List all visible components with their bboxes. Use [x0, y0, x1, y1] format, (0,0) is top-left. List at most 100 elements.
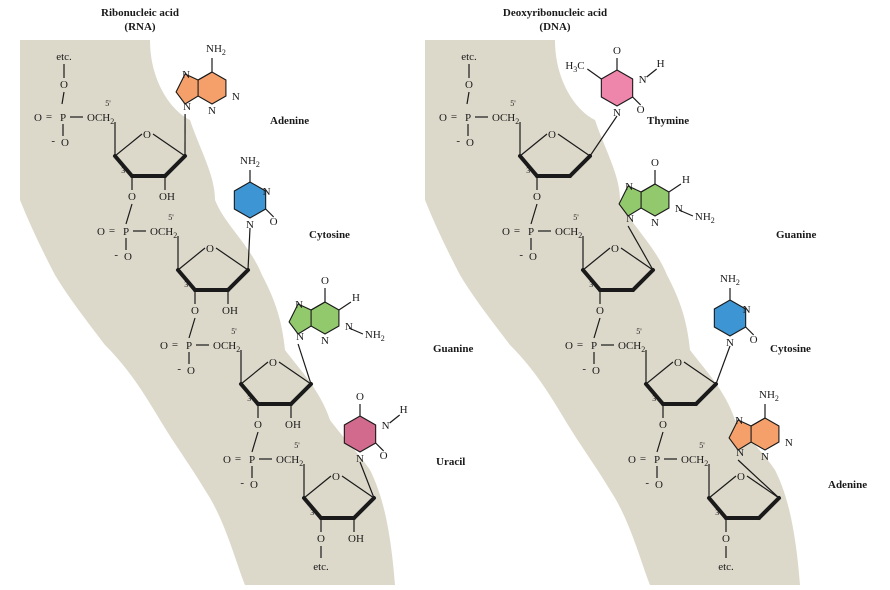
amino-group: NH2	[759, 389, 779, 403]
glycosidic-bond	[247, 227, 251, 271]
nitrogen-atom: N	[356, 453, 364, 465]
nh-bond	[668, 183, 682, 193]
double-bond-sign: =	[451, 111, 457, 123]
five-prime-label: 5'	[168, 213, 174, 222]
c4-c3-bond	[113, 154, 134, 178]
nitrogen-atom: N	[639, 74, 647, 86]
glycosidic-bond	[715, 345, 731, 385]
five-prime-label: 5'	[573, 213, 579, 222]
ring-oxygen: O	[611, 243, 619, 255]
amino-bond	[348, 327, 364, 335]
nitrogen-atom: N	[651, 217, 659, 229]
nitrogen-atom: N	[761, 451, 769, 463]
amino-bond	[678, 209, 694, 217]
amino-group: NH2	[365, 329, 385, 343]
three-prime-label: 3'	[247, 394, 253, 403]
c4-c3-bond	[581, 268, 602, 292]
five-prime-label: 5'	[636, 327, 642, 336]
hydrogen-atom: H	[682, 174, 690, 186]
glycosidic-bond	[589, 115, 618, 157]
negative-charge: -	[519, 249, 523, 261]
purine-ring	[288, 301, 340, 335]
rna-base-label-uracil: Uracil	[436, 456, 465, 468]
rna-abbr: (RNA)	[124, 21, 155, 33]
link-oxygen: O	[317, 533, 325, 545]
c4-o-bond	[177, 247, 206, 271]
c4-o-bond	[303, 475, 332, 499]
ring-oxygen: O	[206, 243, 214, 255]
carbonyl-oxygen: O	[321, 275, 329, 287]
c4-o-bond	[519, 133, 548, 157]
c4-c3-bond	[176, 268, 197, 292]
phosphate-oxygen-minus: O	[592, 365, 600, 377]
negative-charge: -	[51, 135, 55, 147]
o-c1-bond	[278, 361, 312, 385]
link-oxygen: O	[722, 533, 730, 545]
double-bond-sign: =	[109, 225, 115, 237]
pyrimidine-ring	[713, 299, 747, 337]
ring-oxygen: O	[143, 129, 151, 141]
ring-oxygen: O	[674, 357, 682, 369]
c4-c3-bond	[302, 496, 323, 520]
link-oxygen: O	[254, 419, 262, 431]
c4-c3-bond	[239, 382, 260, 406]
backbone-band	[425, 40, 800, 585]
three-prime-label: 3'	[652, 394, 658, 403]
c4-o-bond	[240, 361, 269, 385]
phosphate-oxygen-minus: O	[124, 251, 132, 263]
dna-base-label-adenine: Adenine	[828, 479, 867, 491]
link-oxygen: O	[60, 79, 68, 91]
c2-c1-bond	[694, 382, 718, 406]
carbonyl-oxygen: O	[356, 391, 364, 403]
link-bond	[530, 203, 538, 225]
carbonyl-oxygen: O	[651, 157, 659, 169]
nitrogen-atom: N	[183, 101, 191, 113]
o-c1-bond	[746, 475, 780, 499]
phosphate-oxygen-minus: O	[466, 137, 474, 149]
och2-group: OCH2	[87, 112, 114, 126]
glycosidic-bond	[359, 461, 375, 499]
och2-group: OCH2	[618, 340, 645, 354]
phosphorus-atom: P	[123, 226, 129, 238]
och2-group: OCH2	[213, 340, 240, 354]
ring-oxygen: O	[269, 357, 277, 369]
dna-base-label-thymine: Thymine	[647, 115, 689, 127]
double-bond-sign: =	[577, 339, 583, 351]
phosphate-oxygen: O	[223, 454, 231, 466]
o-c1-bond	[152, 133, 186, 157]
link-oxygen: O	[533, 191, 541, 203]
five-prime-label: 5'	[231, 327, 237, 336]
three-prime-label: 3'	[184, 280, 190, 289]
double-bond-sign: =	[640, 453, 646, 465]
dna-base-label-guanine: Guanine	[776, 229, 816, 241]
rna-backbone-background	[20, 40, 395, 585]
amino-group: NH2	[695, 211, 715, 225]
nitrogen-atom: N	[182, 69, 190, 81]
link-oxygen: O	[128, 191, 136, 203]
nitrogen-atom: N	[626, 213, 634, 225]
hydroxyl-group: OH	[159, 191, 175, 203]
och2-group: OCH2	[150, 226, 177, 240]
negative-charge: -	[114, 249, 118, 261]
nitrogen-atom: N	[735, 415, 743, 427]
etc-label-top: etc.	[56, 51, 72, 63]
phosphate-oxygen: O	[565, 340, 573, 352]
nitrogen-atom: N	[726, 337, 734, 349]
purine-ring	[618, 183, 670, 217]
hydrogen-atom: H	[400, 404, 408, 416]
c4-c3-bond	[644, 382, 665, 406]
nh-bond	[646, 68, 658, 78]
carbonyl-bond	[265, 208, 275, 218]
phosphorus-atom: P	[249, 454, 255, 466]
nitrogen-atom: N	[382, 420, 390, 432]
etc-label-bottom: etc.	[718, 561, 734, 573]
c2-c1-bond	[568, 154, 592, 178]
dna-title: Deoxyribonucleic acid	[503, 7, 607, 19]
three-prime-label: 3'	[589, 280, 595, 289]
nitrogen-atom: N	[736, 447, 744, 459]
carbonyl-oxygen: O	[613, 45, 621, 57]
